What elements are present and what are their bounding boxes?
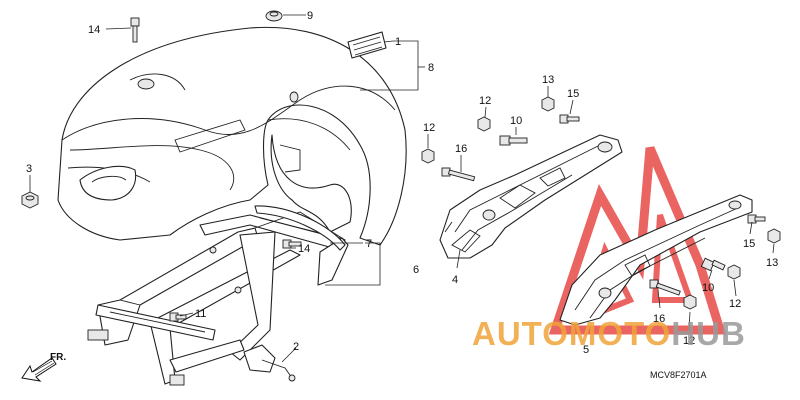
callout-16-a: 16: [455, 143, 467, 155]
callout-5: 5: [583, 344, 589, 356]
bolt-part-11: [169, 312, 187, 322]
callout-13-a: 13: [542, 74, 554, 86]
nut-part-13-b: [767, 228, 781, 244]
bolt-part-15-b: [747, 214, 766, 224]
bracket-part-5: [559, 194, 753, 326]
bolt-part-16-b: [649, 279, 681, 296]
callout-11: 11: [195, 308, 206, 320]
callout-6: 6: [413, 264, 419, 276]
clip-part-2: [243, 344, 296, 382]
bracket-part-4: [439, 134, 623, 259]
callout-2: 2: [293, 341, 299, 353]
nut-part-12-b: [477, 116, 491, 132]
callout-14-middle: 14: [298, 243, 310, 255]
diagram-code: MCV8F2701A: [650, 370, 707, 380]
callout-12-d: 12: [683, 335, 695, 347]
callout-15-a: 15: [567, 88, 579, 100]
emblem-part-1: [347, 31, 387, 59]
nut-part-12-c: [727, 264, 741, 280]
bolt-part-14-top: [130, 17, 140, 43]
bolt-part-16-a: [441, 167, 476, 182]
front-arrow: FR.: [21, 352, 66, 382]
rear-subframe: [87, 211, 349, 386]
logo-mountain-inner-right: [651, 214, 695, 303]
callout-3: 3: [26, 163, 32, 175]
bolt-part-14-middle: [282, 239, 302, 249]
callout-13-b: 13: [766, 257, 778, 269]
bolt-part-10-b: [700, 257, 726, 272]
rear-fender: [57, 26, 407, 246]
watermark-auto: AUTO: [472, 315, 569, 352]
logo-mountain-outer: [548, 146, 727, 335]
rail-part-7: [254, 205, 346, 251]
callout-12-b: 12: [479, 95, 491, 107]
callout-12-a: 12: [423, 122, 435, 134]
callout-15-b: 15: [743, 238, 755, 250]
callout-16-b: 16: [653, 313, 665, 325]
callout-14-top: 14: [88, 24, 100, 36]
nut-part-12-d: [683, 294, 697, 310]
callout-labels: 14 9 1 8 3 7 14 6 11 2 4 12 12 10 13 15 …: [26, 10, 778, 356]
nut-part-3: [21, 191, 39, 209]
callout-10-b: 10: [702, 282, 714, 294]
nut-part-13-a: [541, 96, 555, 112]
front-arrow-label: FR.: [50, 352, 66, 363]
leader-lines: [29, 14, 775, 363]
bolt-part-15-a: [559, 114, 580, 124]
callout-1: 1: [395, 36, 401, 48]
callout-4: 4: [452, 274, 458, 286]
callout-12-c: 12: [729, 298, 741, 310]
watermark-moto: MOTO: [569, 315, 671, 352]
grommet-part-9: [265, 10, 283, 22]
callout-8: 8: [428, 62, 434, 74]
nut-part-12-a: [421, 148, 435, 164]
watermark-text: AUTOMOTOHUB: [472, 315, 746, 352]
callout-10-a: 10: [510, 115, 522, 127]
watermark-hub: HUB: [671, 315, 746, 352]
callout-7: 7: [366, 238, 372, 250]
bolt-part-10-a: [499, 135, 528, 146]
callout-9: 9: [307, 10, 313, 22]
svg-text:AUTOMOTOHUB: AUTOMOTOHUB: [472, 315, 746, 352]
